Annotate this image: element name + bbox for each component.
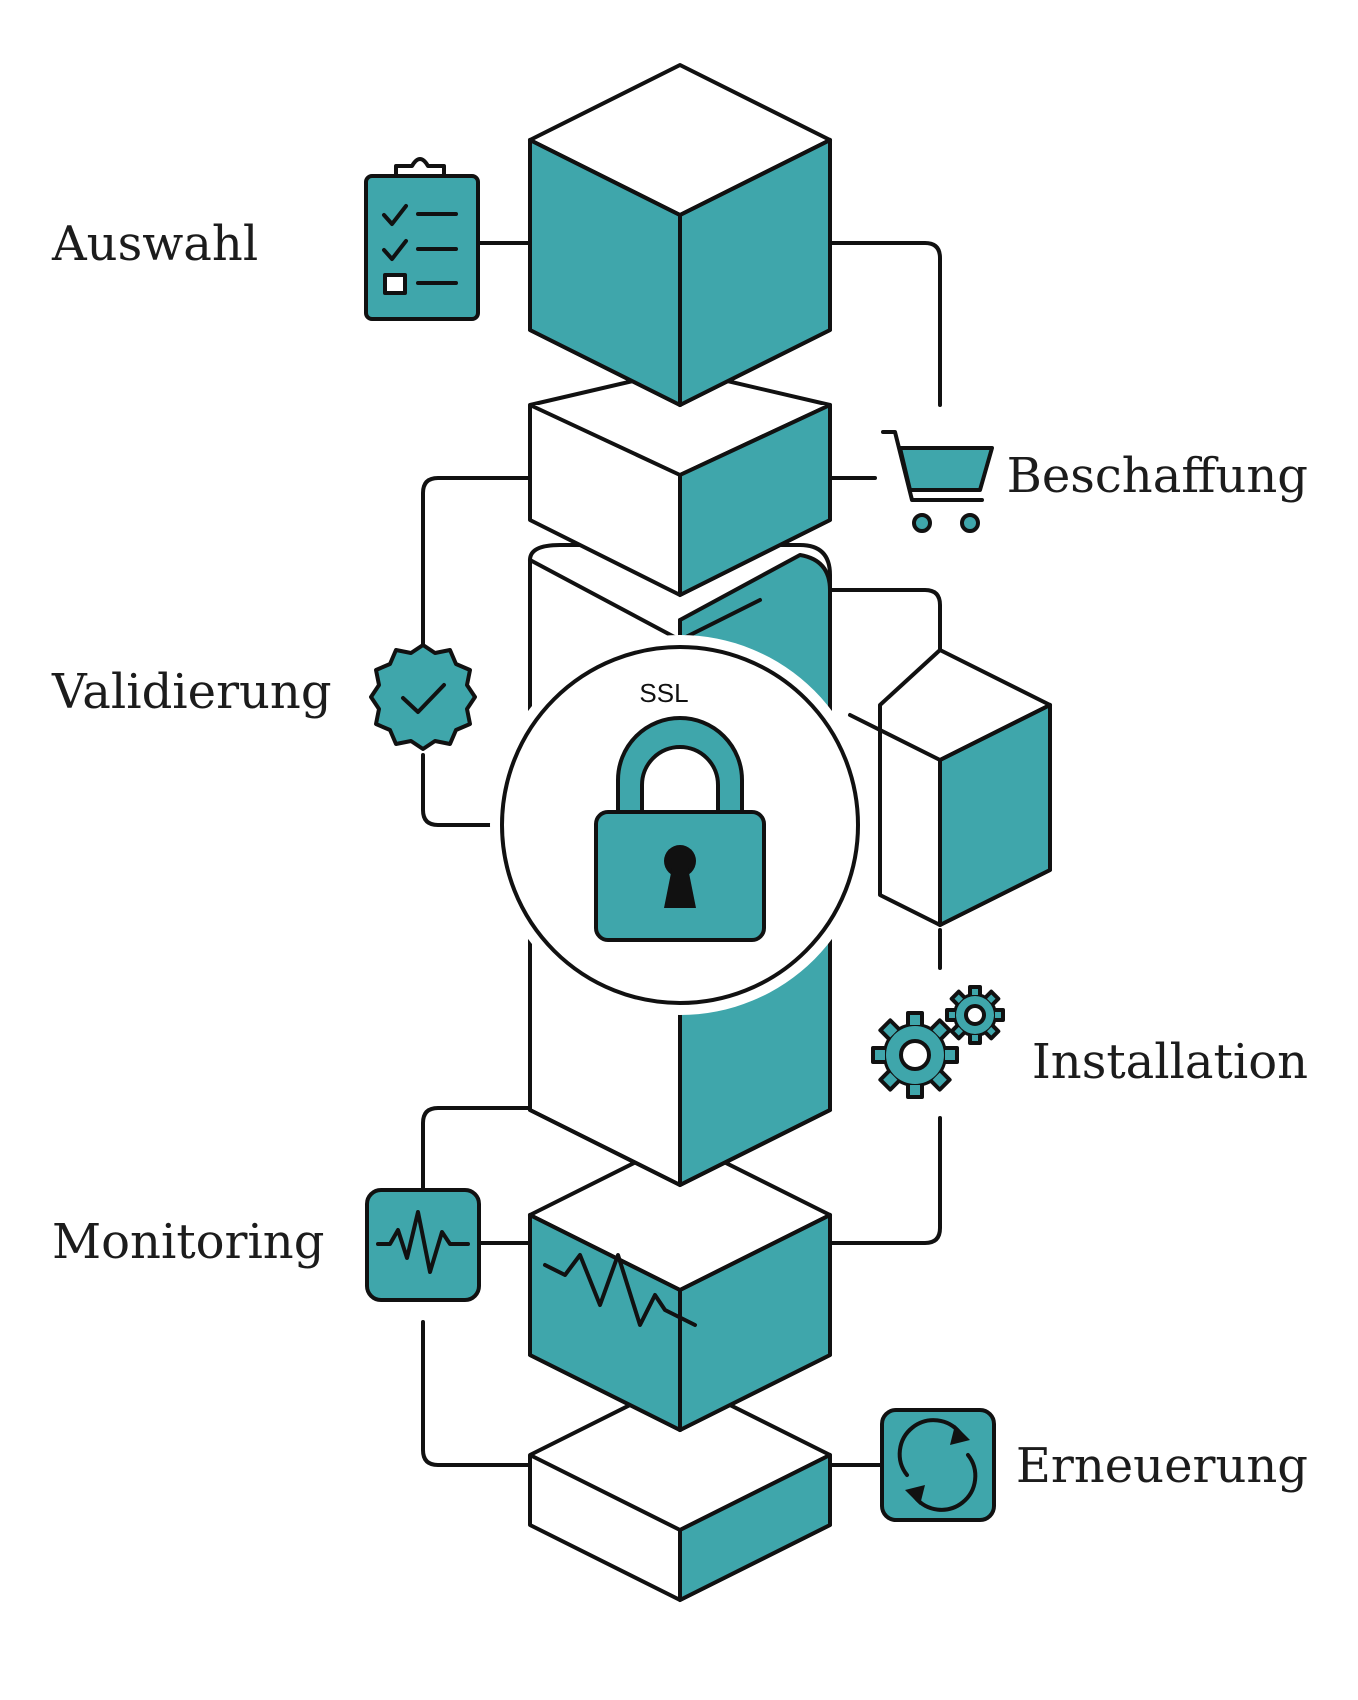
gears-icon [871,985,1005,1099]
shopping-cart-icon [881,430,994,533]
connectors [421,241,942,1467]
connector-to-monitoring [421,1106,532,1192]
cube-beschaffung [528,368,832,597]
heartbeat-line-icon [543,1253,697,1327]
connector-top-to-beschaffung [828,241,942,407]
heartbeat-monitor-icon [365,1188,481,1302]
step-label-validierung: Validierung [51,664,332,720]
cube-auswahl [528,63,832,407]
verified-badge-icon [369,643,477,751]
clipboard-checklist-icon [364,157,480,321]
cube-erneuerung [528,1378,832,1602]
padlock-icon [594,716,766,942]
step-label-installation: Installation [1032,1034,1308,1090]
step-label-monitoring: Monitoring [52,1214,324,1270]
connector-validierung-to-circle [421,753,505,827]
cube-monitoring [528,1138,832,1432]
cube-side [848,648,1052,927]
step-label-beschaffung: Beschaffung [1007,448,1308,504]
step-label-auswahl: Auswahl [51,216,258,272]
center-label: SSL [639,678,688,708]
refresh-icon [880,1408,996,1522]
connector-to-validierung [421,476,532,647]
step-label-erneuerung: Erneuerung [1016,1438,1308,1494]
connector-monitoring-to-erneuerung [421,1320,532,1467]
connector-installation-to-monitoring [828,1116,942,1245]
connector-to-side-cube [828,588,942,652]
